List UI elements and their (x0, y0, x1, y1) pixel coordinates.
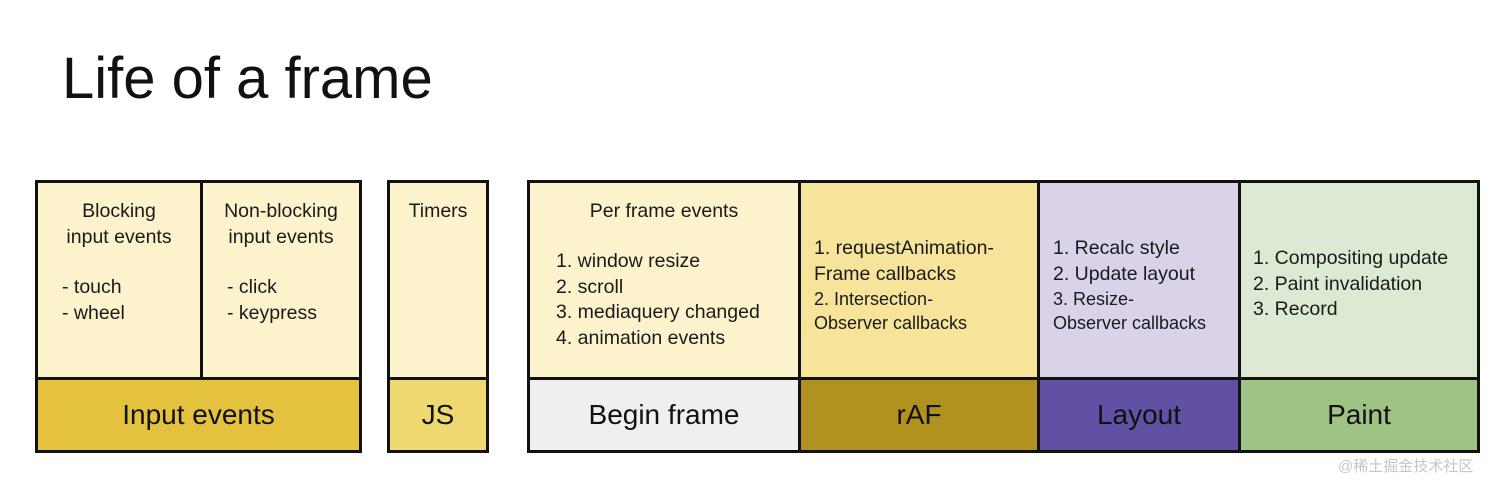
input-events-group: Blocking input events - touch - wheel No… (35, 180, 362, 453)
paint-column: 1. Compositing update 2. Paint invalidat… (1238, 183, 1477, 450)
raf-label: rAF (801, 380, 1037, 450)
js-label: JS (390, 380, 486, 450)
input-events-column: Blocking input events - touch - wheel No… (38, 183, 359, 450)
begin-frame-column: Per frame events 1. window resize 2. scr… (530, 183, 798, 450)
blocking-input-items: - touch - wheel (62, 276, 125, 324)
layout-item-resize-observer: 3. Resize- Observer callbacks (1053, 289, 1207, 333)
timers-panel: Timers (390, 183, 486, 380)
non-blocking-input-heading: Non-blocking input events (224, 200, 338, 248)
non-blocking-input-panel: Non-blocking input events - click - keyp… (200, 183, 359, 377)
paint-items: 1. Compositing update 2. Paint invalidat… (1253, 247, 1449, 320)
input-events-detail: Blocking input events - touch - wheel No… (38, 183, 359, 380)
input-events-label: Input events (38, 380, 359, 450)
watermark: @稀土掘金技术社区 (1338, 458, 1474, 475)
layout-panel: 1. Recalc style 2. Update layout 3. Resi… (1040, 183, 1238, 380)
blocking-input-heading: Blocking input events (66, 200, 172, 248)
diagram-title: Life of a frame (62, 46, 433, 111)
layout-column: 1. Recalc style 2. Update layout 3. Resi… (1037, 183, 1238, 450)
non-blocking-input-items: - click - keypress (227, 276, 317, 324)
paint-panel: 1. Compositing update 2. Paint invalidat… (1241, 183, 1477, 380)
timers-heading: Timers (408, 200, 468, 222)
per-frame-events-heading: Per frame events (589, 200, 739, 222)
per-frame-events-list: 1. window resize 2. scroll 3. mediaquery… (556, 250, 760, 349)
begin-frame-label: Begin frame (530, 380, 798, 450)
raf-item-request-animation-frame: 1. requestAnimation- Frame callbacks (814, 237, 994, 285)
layout-items: 1. Recalc style 2. Update layout (1053, 237, 1196, 285)
frame-group: Per frame events 1. window resize 2. scr… (527, 180, 1480, 453)
raf-panel: 1. requestAnimation- Frame callbacks 2. … (801, 183, 1037, 380)
js-group: Timers JS (387, 180, 489, 453)
layout-label: Layout (1040, 380, 1238, 450)
paint-label: Paint (1241, 380, 1477, 450)
blocking-input-panel: Blocking input events - touch - wheel (38, 183, 200, 377)
per-frame-events-panel: Per frame events 1. window resize 2. scr… (530, 183, 798, 380)
raf-item-intersection-observer: 2. Intersection- Observer callbacks (814, 289, 968, 333)
raf-column: 1. requestAnimation- Frame callbacks 2. … (798, 183, 1037, 450)
js-column: Timers JS (390, 183, 486, 450)
